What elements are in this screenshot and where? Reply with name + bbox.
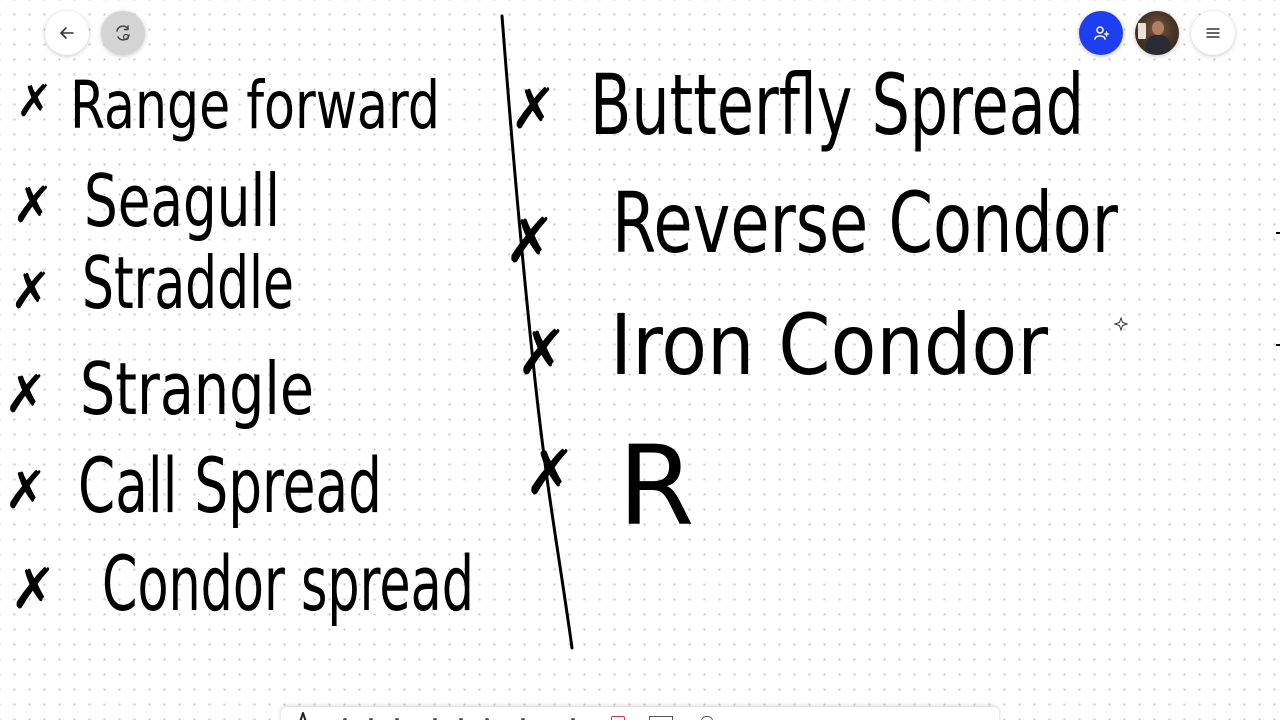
color-swatch[interactable]	[485, 718, 489, 720]
color-swatch[interactable]	[343, 718, 347, 720]
color-swatch[interactable]	[459, 718, 463, 720]
column-divider-stroke	[500, 14, 574, 650]
left-item-text: Straddle	[82, 241, 294, 325]
left-bullet: ✗	[10, 557, 57, 622]
left-item-text: Strangle	[80, 347, 314, 431]
right-bullet: ✗	[504, 204, 556, 277]
color-swatch[interactable]	[369, 718, 373, 720]
left-bullet: ✗	[16, 76, 53, 127]
left-item-text: Range forward	[70, 67, 440, 144]
left-bullet: ✗	[12, 176, 54, 234]
offscreen-stroke-mark	[1276, 232, 1280, 234]
right-item-text: R	[618, 422, 694, 550]
left-item-text: Seagull	[84, 159, 280, 243]
right-item-text: Butterfly Spread	[590, 56, 1084, 154]
right-bullet: ✗	[524, 436, 576, 509]
arrow-left-icon	[60, 27, 74, 39]
left-item-text: Call Spread	[78, 441, 382, 530]
user-avatar[interactable]	[1135, 11, 1179, 55]
eraser-icon[interactable]	[701, 716, 713, 720]
person-add-icon	[1094, 26, 1110, 40]
color-swatch[interactable]	[571, 718, 575, 720]
color-swatch[interactable]	[433, 718, 437, 720]
right-item-text: Reverse Condor	[612, 174, 1118, 272]
hamburger-menu-icon	[1206, 28, 1220, 38]
sync-icon	[116, 25, 130, 41]
back-button[interactable]	[45, 11, 89, 55]
right-bullet: ✗	[516, 316, 568, 389]
color-swatch[interactable]	[395, 718, 399, 720]
shape-tool-icon[interactable]	[649, 716, 673, 720]
cursor-crosshair-icon	[1114, 317, 1128, 331]
right-bullet: ✗	[510, 77, 557, 142]
drawing-toolbar[interactable]	[281, 707, 999, 720]
left-bullet: ✗	[10, 262, 52, 320]
offscreen-stroke-mark	[1276, 344, 1280, 346]
color-swatch[interactable]	[521, 718, 525, 720]
left-item-text: Condor spread	[102, 539, 474, 628]
highlighter-icon[interactable]	[611, 716, 625, 720]
invite-button[interactable]	[1079, 11, 1123, 55]
left-bullet: ✗	[4, 365, 48, 425]
pen-tool-icon[interactable]	[293, 711, 313, 720]
right-item-text: Iron Condor	[610, 296, 1048, 394]
menu-button[interactable]	[1191, 11, 1235, 55]
left-bullet: ✗	[4, 461, 48, 521]
sync-button[interactable]	[101, 11, 145, 55]
